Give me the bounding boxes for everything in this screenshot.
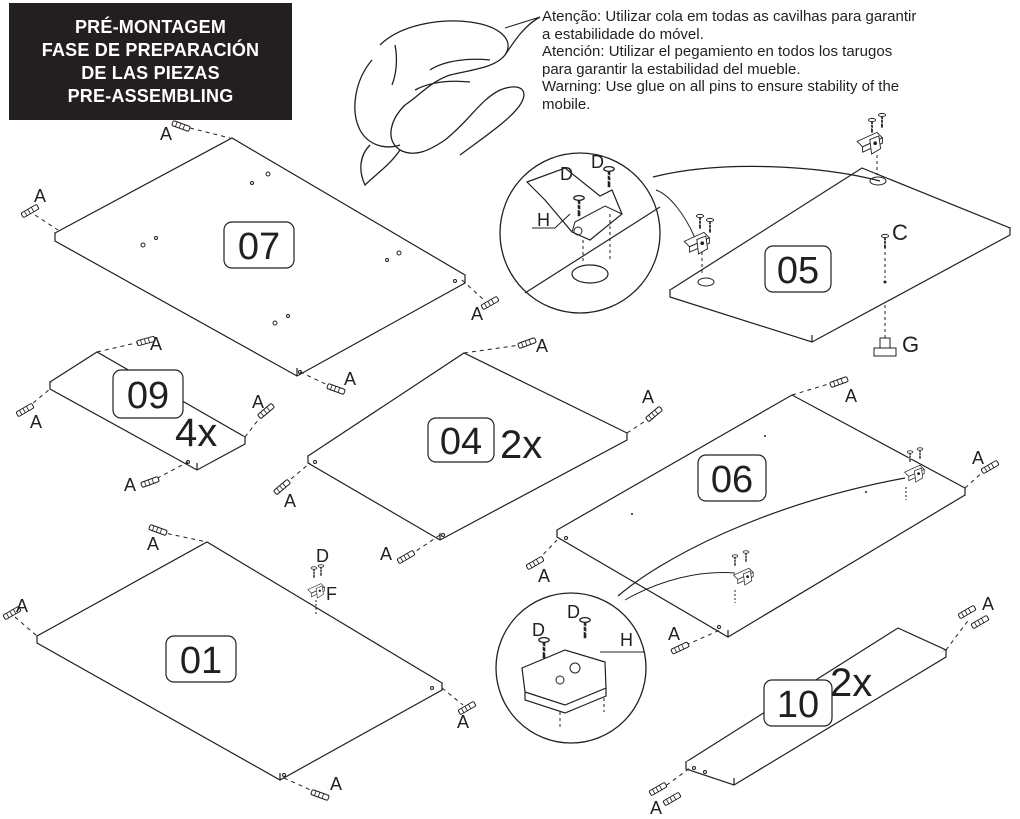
title-line-pt: PRÉ-MONTAGEM	[74, 16, 227, 37]
panel-06-label: 06	[711, 459, 753, 501]
title-line-en: PRE-ASSEMBLING	[67, 85, 234, 106]
dowel-pin-icon	[644, 405, 664, 423]
leveling-foot-icon	[873, 305, 897, 357]
label-a: A	[344, 369, 356, 389]
panel-09-label: 09	[127, 375, 169, 417]
label-a: A	[538, 566, 550, 586]
label-h-hinge: H	[537, 210, 550, 230]
label-a: A	[30, 412, 42, 432]
label-a: A	[34, 186, 46, 206]
label-d-hinge-1: D	[560, 164, 573, 184]
hand-glue-icon	[354, 16, 541, 187]
panel-04-quantity: 2x	[500, 423, 542, 467]
label-d-cam-2: D	[567, 602, 580, 622]
cam-detail-circle	[495, 592, 647, 744]
dowel-pin-icon	[480, 295, 500, 311]
panel-09-quantity: 4x	[175, 411, 217, 455]
panel-07: 07	[53, 137, 467, 377]
dowel-pin-icon	[326, 382, 346, 396]
panel-05-label: 05	[777, 250, 819, 292]
panel-06: 06	[555, 394, 967, 638]
note-line-pt-1: Atenção: Utilizar cola em todas as cavil…	[542, 8, 917, 25]
note-line-en-1: Warning: Use glue on all pins to ensure …	[542, 78, 900, 95]
dowel-pins	[2, 119, 1000, 807]
label-d-hinge-2: D	[591, 152, 604, 172]
hinge-bracket-icon	[683, 213, 715, 275]
label-d-panel01: D	[316, 546, 329, 566]
label-a: A	[330, 774, 342, 794]
label-a: A	[650, 798, 662, 818]
dowel-pin-icon	[662, 791, 682, 807]
panel-04-label: 04	[440, 421, 482, 463]
label-d-cam-1: D	[532, 620, 545, 640]
label-a: A	[457, 712, 469, 732]
dowel-pin-icon	[396, 549, 416, 565]
panel-05: 05	[668, 167, 1012, 343]
pre-assembling-title-box: PRÉ-MONTAGEM FASE DE PREPARACIÓN DE LAS …	[9, 3, 292, 120]
detail-leader-bottom-2	[624, 572, 736, 601]
label-a: A	[147, 534, 159, 554]
note-line-en-2: mobile.	[542, 95, 591, 113]
panel-10: 10 2x	[684, 627, 948, 786]
panel-01-label: 01	[180, 640, 222, 682]
panel-07-label: 07	[238, 226, 280, 268]
label-a: A	[284, 491, 296, 511]
dowel-pin-icon	[171, 119, 191, 133]
label-a: A	[150, 334, 162, 354]
dowel-pin-icon	[140, 475, 160, 489]
label-a: A	[982, 594, 994, 614]
glue-warning-note: Atenção: Utilizar cola em todas as cavil…	[542, 8, 1017, 113]
note-line-es-2: para garantir la estabilidad del mueble.	[542, 60, 801, 78]
panel-10-quantity: 2x	[830, 661, 872, 705]
hinge-detail-circle	[499, 152, 661, 314]
label-c: C	[892, 220, 908, 245]
note-line-es-1: Atención: Utilizar el pegamiento en todo…	[542, 43, 893, 60]
label-f: F	[326, 584, 337, 604]
panel-01: 01	[35, 541, 444, 781]
hinge-bracket-icon	[856, 112, 887, 175]
panel-09: 09 4x	[48, 351, 247, 471]
label-a: A	[380, 544, 392, 564]
label-a: A	[160, 124, 172, 144]
dowel-pin-icon	[648, 781, 668, 797]
label-a: A	[124, 475, 136, 495]
detail-leader-bottom	[617, 477, 906, 597]
panel-10-label: 10	[777, 684, 819, 726]
label-a: A	[536, 336, 548, 356]
pin-labels: A A A A A A A A A A A A A A A A A A A A …	[16, 124, 994, 818]
note-leader-line	[504, 16, 541, 29]
dowel-pin-icon	[310, 788, 330, 802]
label-a: A	[972, 448, 984, 468]
label-a: A	[845, 386, 857, 406]
dowel-pin-icon	[517, 336, 537, 350]
detail-leader-top	[652, 165, 881, 182]
label-a: A	[642, 387, 654, 407]
label-a: A	[668, 624, 680, 644]
title-line-es-1: FASE DE PREPARACIÓN	[41, 39, 260, 60]
dowel-pin-icon	[957, 604, 977, 620]
title-line-es-2: DE LAS PIEZAS	[81, 62, 220, 83]
note-line-pt-2: a estabilidade do móvel.	[542, 25, 704, 43]
detail-leader-top-2	[655, 189, 696, 239]
hinge-bracket-icon	[307, 564, 325, 616]
dowel-pin-icon	[970, 614, 990, 630]
label-a: A	[252, 392, 264, 412]
label-a: A	[471, 304, 483, 324]
label-g: G	[902, 332, 919, 357]
label-a: A	[16, 596, 28, 616]
label-h-cam: H	[620, 630, 633, 650]
